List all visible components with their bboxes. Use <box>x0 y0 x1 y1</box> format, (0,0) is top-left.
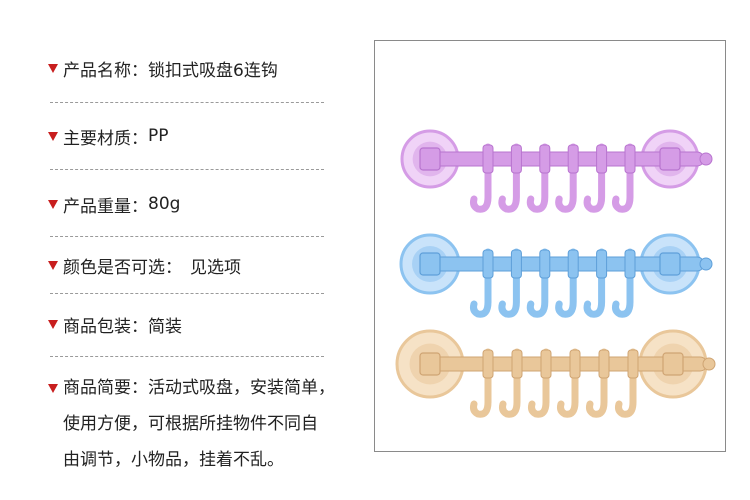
suction-hook-rails-image <box>395 129 716 418</box>
hook <box>583 143 606 213</box>
lock-clip <box>419 252 441 276</box>
hook-collar <box>511 349 523 379</box>
spec-row-weight: 产品重量： 80g <box>48 189 378 219</box>
hook-rail-blue <box>399 233 713 318</box>
lock-clip <box>662 352 684 376</box>
red-triangle-bullet-icon <box>48 63 58 73</box>
spec-row-color: 颜色是否可选： 见选项 <box>48 250 378 280</box>
hook <box>555 143 577 213</box>
hook-rail-beige <box>395 329 716 418</box>
product-brief: 商品简要： 活动式吸盘，安装简单， 使用方便，可根据所挂物件不同自 由调节，小物… <box>48 370 368 478</box>
spec-value: 见选项 <box>190 257 241 278</box>
hook-collar <box>569 349 581 379</box>
hook-collar <box>598 349 610 379</box>
hook-collar <box>567 144 579 174</box>
spec-value: PP <box>148 126 169 146</box>
hook <box>499 348 521 418</box>
hook-collar <box>567 249 579 279</box>
spec-label: 产品名称： <box>63 60 148 81</box>
brief-line-text: 使用方便，可根据所挂物件不同自 <box>63 414 318 434</box>
hook-collar <box>596 144 608 174</box>
brief-line: 由调节，小物品，挂着不乱。 <box>48 442 368 478</box>
rail-end-knob <box>702 357 716 371</box>
product-spec-list: 产品名称： 锁扣式吸盘6连钩 主要材质： PP 产品重量： 80g 颜色是否可选… <box>0 0 370 500</box>
product-photo <box>374 40 726 452</box>
rail-end-knob <box>699 152 713 166</box>
hook <box>498 143 520 213</box>
hook <box>612 143 634 213</box>
hook <box>557 348 579 418</box>
hook <box>586 348 608 418</box>
hook-collar <box>624 144 636 174</box>
hook-collar <box>510 249 522 279</box>
brief-line: 使用方便，可根据所挂物件不同自 <box>48 406 368 442</box>
dashed-divider <box>50 102 324 103</box>
spec-value: 锁扣式吸盘6连钩 <box>148 60 278 81</box>
dashed-divider <box>50 169 324 170</box>
hook-collar <box>482 349 494 379</box>
hook-collar <box>627 349 639 379</box>
hook <box>615 348 637 418</box>
brief-line-text: 由调节，小物品，挂着不乱。 <box>63 450 284 470</box>
spec-row-material: 主要材质： PP <box>48 121 378 151</box>
hook <box>526 143 549 213</box>
dashed-divider <box>50 356 324 357</box>
red-triangle-bullet-icon <box>48 199 58 209</box>
spec-label: 产品重量： <box>63 196 148 217</box>
brief-label: 商品简要： <box>63 378 148 398</box>
hook <box>583 248 606 318</box>
hook <box>526 248 549 318</box>
brief-first-line: 商品简要： 活动式吸盘，安装简单， <box>48 370 368 406</box>
hook-collar <box>539 249 551 279</box>
red-triangle-bullet-icon <box>48 260 58 270</box>
spec-row-packaging: 商品包装： 简装 <box>48 309 378 339</box>
hook-rail-purple <box>400 129 713 213</box>
lock-clip <box>419 147 441 171</box>
red-triangle-bullet-icon <box>48 383 58 393</box>
spec-label: 颜色是否可选： <box>63 257 182 278</box>
hook <box>470 143 492 213</box>
dashed-divider <box>50 293 324 294</box>
hook <box>498 248 520 318</box>
hook-collar <box>539 144 551 174</box>
hook-collar <box>624 249 636 279</box>
rail-end-knob <box>699 257 713 271</box>
hook <box>555 248 577 318</box>
dashed-divider <box>50 236 324 237</box>
lock-clip <box>659 147 681 171</box>
hook <box>470 348 492 418</box>
spec-value: 80g <box>148 194 181 214</box>
hook-collar <box>510 144 522 174</box>
spec-row-name: 产品名称： 锁扣式吸盘6连钩 <box>48 53 378 83</box>
hook-collar <box>540 349 552 379</box>
hook-collar <box>482 249 494 279</box>
red-triangle-bullet-icon <box>48 131 58 141</box>
hook <box>612 248 634 318</box>
spec-label: 商品包装： <box>63 316 148 337</box>
hook <box>470 248 492 318</box>
spec-label: 主要材质： <box>63 128 148 149</box>
red-triangle-bullet-icon <box>48 319 58 329</box>
lock-clip <box>419 352 441 376</box>
brief-line-text: 活动式吸盘，安装简单， <box>148 378 335 398</box>
hook-collar <box>596 249 608 279</box>
lock-clip <box>659 252 681 276</box>
hook <box>528 348 550 418</box>
hook-collar <box>482 144 494 174</box>
spec-value: 简装 <box>148 316 182 337</box>
